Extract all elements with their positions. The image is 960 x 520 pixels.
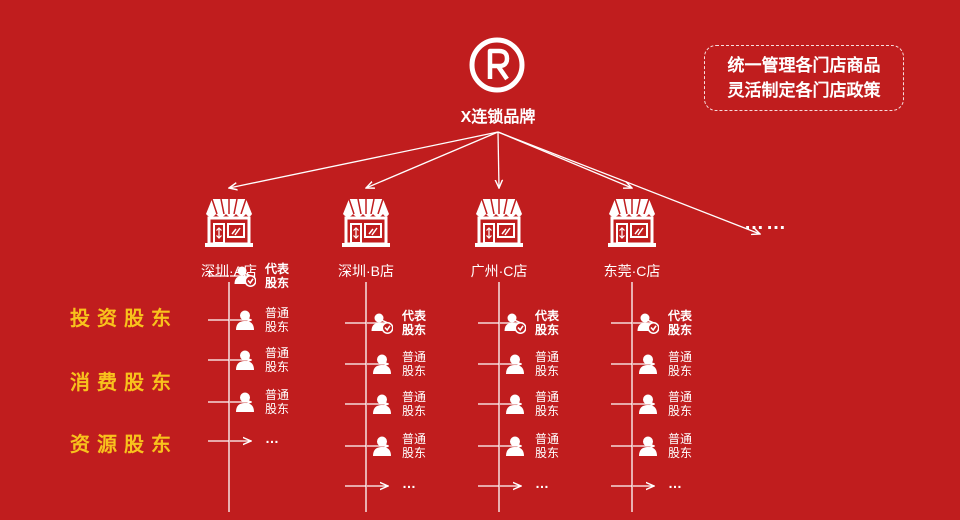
shareholder-label: 普通股东: [668, 432, 693, 460]
more-shareholders: …: [535, 475, 550, 491]
storefront-icon: [338, 194, 394, 250]
more-shareholders: …: [265, 430, 280, 446]
shareholder-label: 普通股东: [265, 306, 290, 334]
shareholder-label: 普通股东: [535, 350, 560, 378]
shareholder-icon: [504, 393, 526, 415]
store-label: 深圳·B店: [338, 263, 394, 279]
representative-shareholder-label: 代表股东: [402, 309, 427, 337]
shareholder-label: 普通股东: [668, 350, 693, 378]
store-label: 深圳·A店: [201, 263, 257, 279]
slogan-line-1: 统一管理各门店商品: [727, 56, 881, 75]
shareholder-icon: [234, 391, 256, 413]
representative-shareholder-label: 代表股东: [535, 309, 560, 337]
more-stores-ellipsis: ……: [744, 212, 788, 234]
shareholder-label: 普通股东: [265, 346, 290, 374]
shareholder-label: 普通股东: [265, 388, 290, 416]
shareholder-icon: [504, 435, 526, 457]
category-investment: 投资股东: [70, 308, 178, 330]
brand-to-more-arrow: [497, 131, 760, 234]
slogan-box: 统一管理各门店商品 灵活制定各门店政策: [704, 45, 904, 111]
representative-shareholder-icon: [371, 312, 393, 334]
more-shareholders: …: [402, 475, 417, 491]
shareholder-icon: [637, 393, 659, 415]
shareholder-icon: [371, 353, 393, 375]
shareholder-label: 普通股东: [402, 432, 427, 460]
store-label: 广州·C店: [470, 263, 528, 279]
shareholder-label: 普通股东: [402, 390, 427, 418]
shareholder-icon: [234, 309, 256, 331]
shareholder-label: 普通股东: [535, 432, 560, 460]
brand-to-store-arrow: [229, 131, 499, 188]
shareholder-label: 普通股东: [668, 390, 693, 418]
shareholder-icon: [504, 353, 526, 375]
slogan-line-2: 灵活制定各门店政策: [727, 81, 881, 100]
storefront-icon: [471, 194, 527, 250]
storefront-icon: [201, 194, 257, 250]
more-shareholders: …: [668, 475, 683, 491]
brand-to-store-arrow: [366, 131, 499, 188]
shareholder-icon: [371, 393, 393, 415]
storefront-icon: [604, 194, 660, 250]
shareholder-icon: [637, 435, 659, 457]
shareholder-icon: [234, 349, 256, 371]
representative-shareholder-label: 代表股东: [668, 309, 693, 337]
brand-to-store-arrow: [498, 131, 499, 188]
store-label: 东莞·C店: [603, 263, 661, 279]
shareholder-label: 普通股东: [535, 390, 560, 418]
shareholder-icon: [371, 435, 393, 457]
representative-shareholder-label: 代表股东: [265, 262, 290, 290]
registered-trademark-icon: [468, 36, 526, 94]
category-consumer: 消费股东: [70, 372, 178, 394]
brand-name: X连锁品牌: [460, 109, 536, 126]
representative-shareholder-icon: [637, 312, 659, 334]
category-resource: 资源股东: [70, 434, 178, 456]
shareholder-icon: [637, 353, 659, 375]
shareholder-label: 普通股东: [402, 350, 427, 378]
representative-shareholder-icon: [234, 265, 256, 287]
representative-shareholder-icon: [504, 312, 526, 334]
